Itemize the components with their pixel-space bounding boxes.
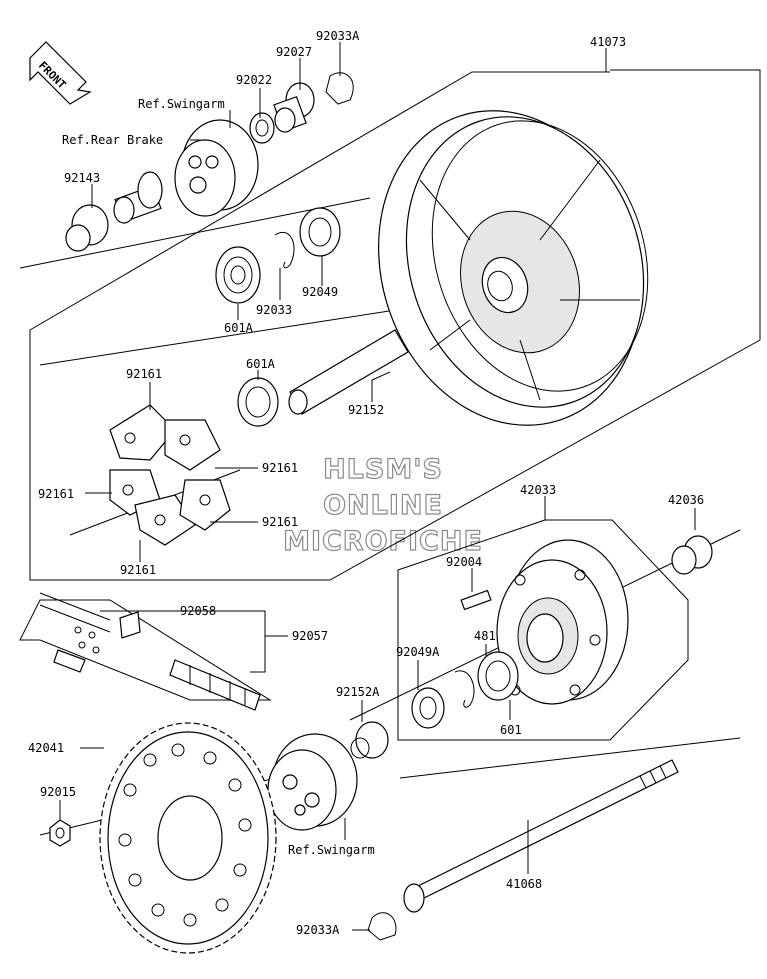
label-42041: 42041 bbox=[28, 741, 64, 755]
watermark-line-1: HLSM'S bbox=[323, 454, 443, 485]
label-92049: 92049 bbox=[302, 285, 338, 299]
rear-sprocket-42041 bbox=[99, 722, 277, 954]
watermark-line-3: MICROFICHE bbox=[283, 526, 483, 557]
circlip-92033a-bottom bbox=[367, 912, 397, 941]
rear-brake-collar bbox=[113, 171, 163, 224]
label-92049a: 92049A bbox=[396, 645, 440, 659]
spacer-tube-92152 bbox=[288, 329, 409, 415]
washer-92022 bbox=[249, 112, 275, 144]
bearing-601a-upper bbox=[215, 246, 261, 304]
bearing-601a-lower bbox=[237, 377, 279, 427]
damper-rubbers-92161 bbox=[109, 404, 231, 546]
label-92027: 92027 bbox=[276, 45, 312, 59]
label-601: 601 bbox=[500, 723, 522, 737]
bearing-601 bbox=[477, 651, 519, 701]
label-41073: 41073 bbox=[590, 35, 626, 49]
label-92057: 92057 bbox=[292, 629, 328, 643]
watermark: HLSM'S ONLINE MICROFICHE bbox=[282, 453, 483, 557]
axle-guide-line bbox=[399, 737, 741, 779]
label-92022: 92022 bbox=[236, 73, 272, 87]
front-arrow-badge: FRONT bbox=[29, 41, 92, 105]
chain-frame bbox=[19, 599, 272, 701]
label-92152a: 92152A bbox=[336, 685, 380, 699]
label-42036: 42036 bbox=[668, 493, 704, 507]
stud-92004 bbox=[460, 589, 492, 611]
label-ref-rear-brake: Ref.Rear Brake bbox=[62, 133, 163, 147]
label-42033: 42033 bbox=[520, 483, 556, 497]
label-92161-bottom: 92161 bbox=[120, 563, 156, 577]
watermark-line-2: ONLINE bbox=[323, 490, 443, 521]
label-92161-left: 92161 bbox=[38, 487, 74, 501]
drive-chain-92057 bbox=[39, 592, 261, 711]
part-labels: 41073 92033A 92027 92022 Ref.Swingarm Re… bbox=[28, 29, 704, 937]
nut-92015 bbox=[49, 819, 71, 847]
label-601a-lower: 601A bbox=[246, 357, 276, 371]
label-92004: 92004 bbox=[446, 555, 482, 569]
hub-assembly-frame bbox=[397, 519, 689, 741]
label-92033: 92033 bbox=[256, 303, 292, 317]
label-92058: 92058 bbox=[180, 604, 216, 618]
label-92161-right-upper: 92161 bbox=[262, 461, 298, 475]
label-92033a-top: 92033A bbox=[316, 29, 360, 43]
label-ref-swingarm-top: Ref.Swingarm bbox=[138, 97, 225, 111]
label-41068: 41068 bbox=[506, 877, 542, 891]
label-92152: 92152 bbox=[348, 403, 384, 417]
collar-92143 bbox=[65, 204, 109, 252]
swingarm-bracket-top bbox=[174, 119, 259, 217]
label-ref-swingarm-bottom: Ref.Swingarm bbox=[288, 843, 375, 857]
seal-92049 bbox=[299, 207, 341, 257]
label-92143: 92143 bbox=[64, 171, 100, 185]
circlip-92033 bbox=[274, 232, 295, 269]
label-92033a-bottom: 92033A bbox=[296, 923, 340, 937]
label-92161-right-lower: 92161 bbox=[262, 515, 298, 529]
rear-wheel bbox=[378, 110, 649, 426]
label-601a-upper: 601A bbox=[224, 321, 254, 335]
seal-92049a bbox=[411, 687, 445, 729]
rear-axle-41068 bbox=[403, 759, 679, 913]
upper-assembly-frame bbox=[29, 69, 761, 581]
sprocket-hub-42033 bbox=[496, 539, 629, 705]
collar-92152a bbox=[350, 721, 389, 759]
leader-lines bbox=[59, 42, 696, 931]
circlip-481 bbox=[454, 670, 475, 708]
label-92015: 92015 bbox=[40, 785, 76, 799]
circlip-92033a-top bbox=[325, 72, 354, 105]
label-481: 481 bbox=[474, 629, 496, 643]
label-92161-top: 92161 bbox=[126, 367, 162, 381]
swingarm-bracket-bottom bbox=[267, 733, 358, 831]
collar-92027 bbox=[273, 82, 315, 133]
collar-42036 bbox=[671, 535, 713, 575]
